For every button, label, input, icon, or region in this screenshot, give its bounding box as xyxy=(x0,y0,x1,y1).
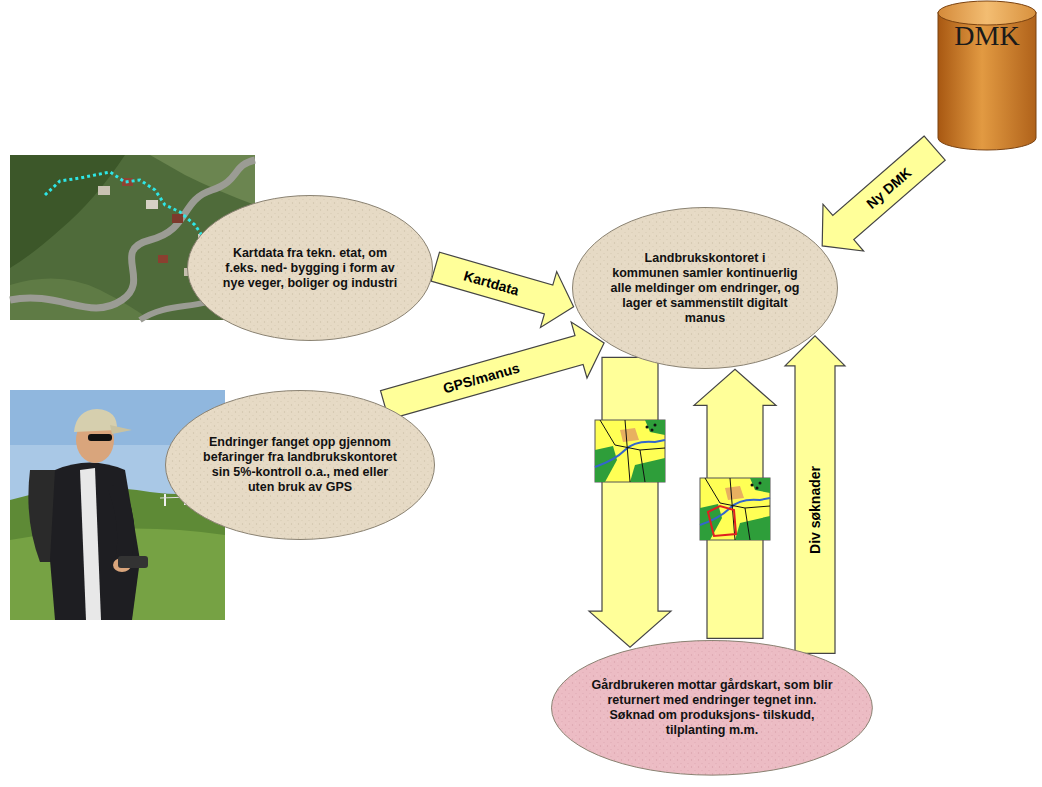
block-arrow xyxy=(589,357,671,647)
block-arrow xyxy=(381,322,605,419)
source-ellipse: Kartdata fra tekn. etat, om f.eks. ned- … xyxy=(186,194,434,342)
arrow-label: Div søknader xyxy=(807,464,824,556)
arrow-label-holder: Div søknader xyxy=(806,464,824,556)
block-arrow xyxy=(822,136,945,251)
database-cylinder: DMK xyxy=(937,0,1037,150)
node-text: DMK xyxy=(954,20,1019,52)
node-text: Endringer fanget opp gjennom befaringer … xyxy=(198,435,403,495)
block-arrow xyxy=(431,252,573,327)
node-text: Kartdata fra tekn. etat, om f.eks. ned- … xyxy=(221,246,399,291)
farm-map-icon xyxy=(595,420,665,482)
office-ellipse: Landbrukskontoret i kommunen samler kont… xyxy=(571,206,839,370)
block-arrow xyxy=(694,369,776,638)
node-text: Landbrukskontoret i kommunen samler kont… xyxy=(610,251,800,326)
node-text: Gårdbrukeren mottar gårdskart, som blir … xyxy=(587,678,837,738)
source-ellipse: Endringer fanget opp gjennom befaringer … xyxy=(164,389,436,541)
farm-map-icon xyxy=(700,478,770,540)
block-arrow xyxy=(785,336,845,654)
farmer-ellipse: Gårdbrukeren mottar gårdskart, som blir … xyxy=(550,639,874,777)
